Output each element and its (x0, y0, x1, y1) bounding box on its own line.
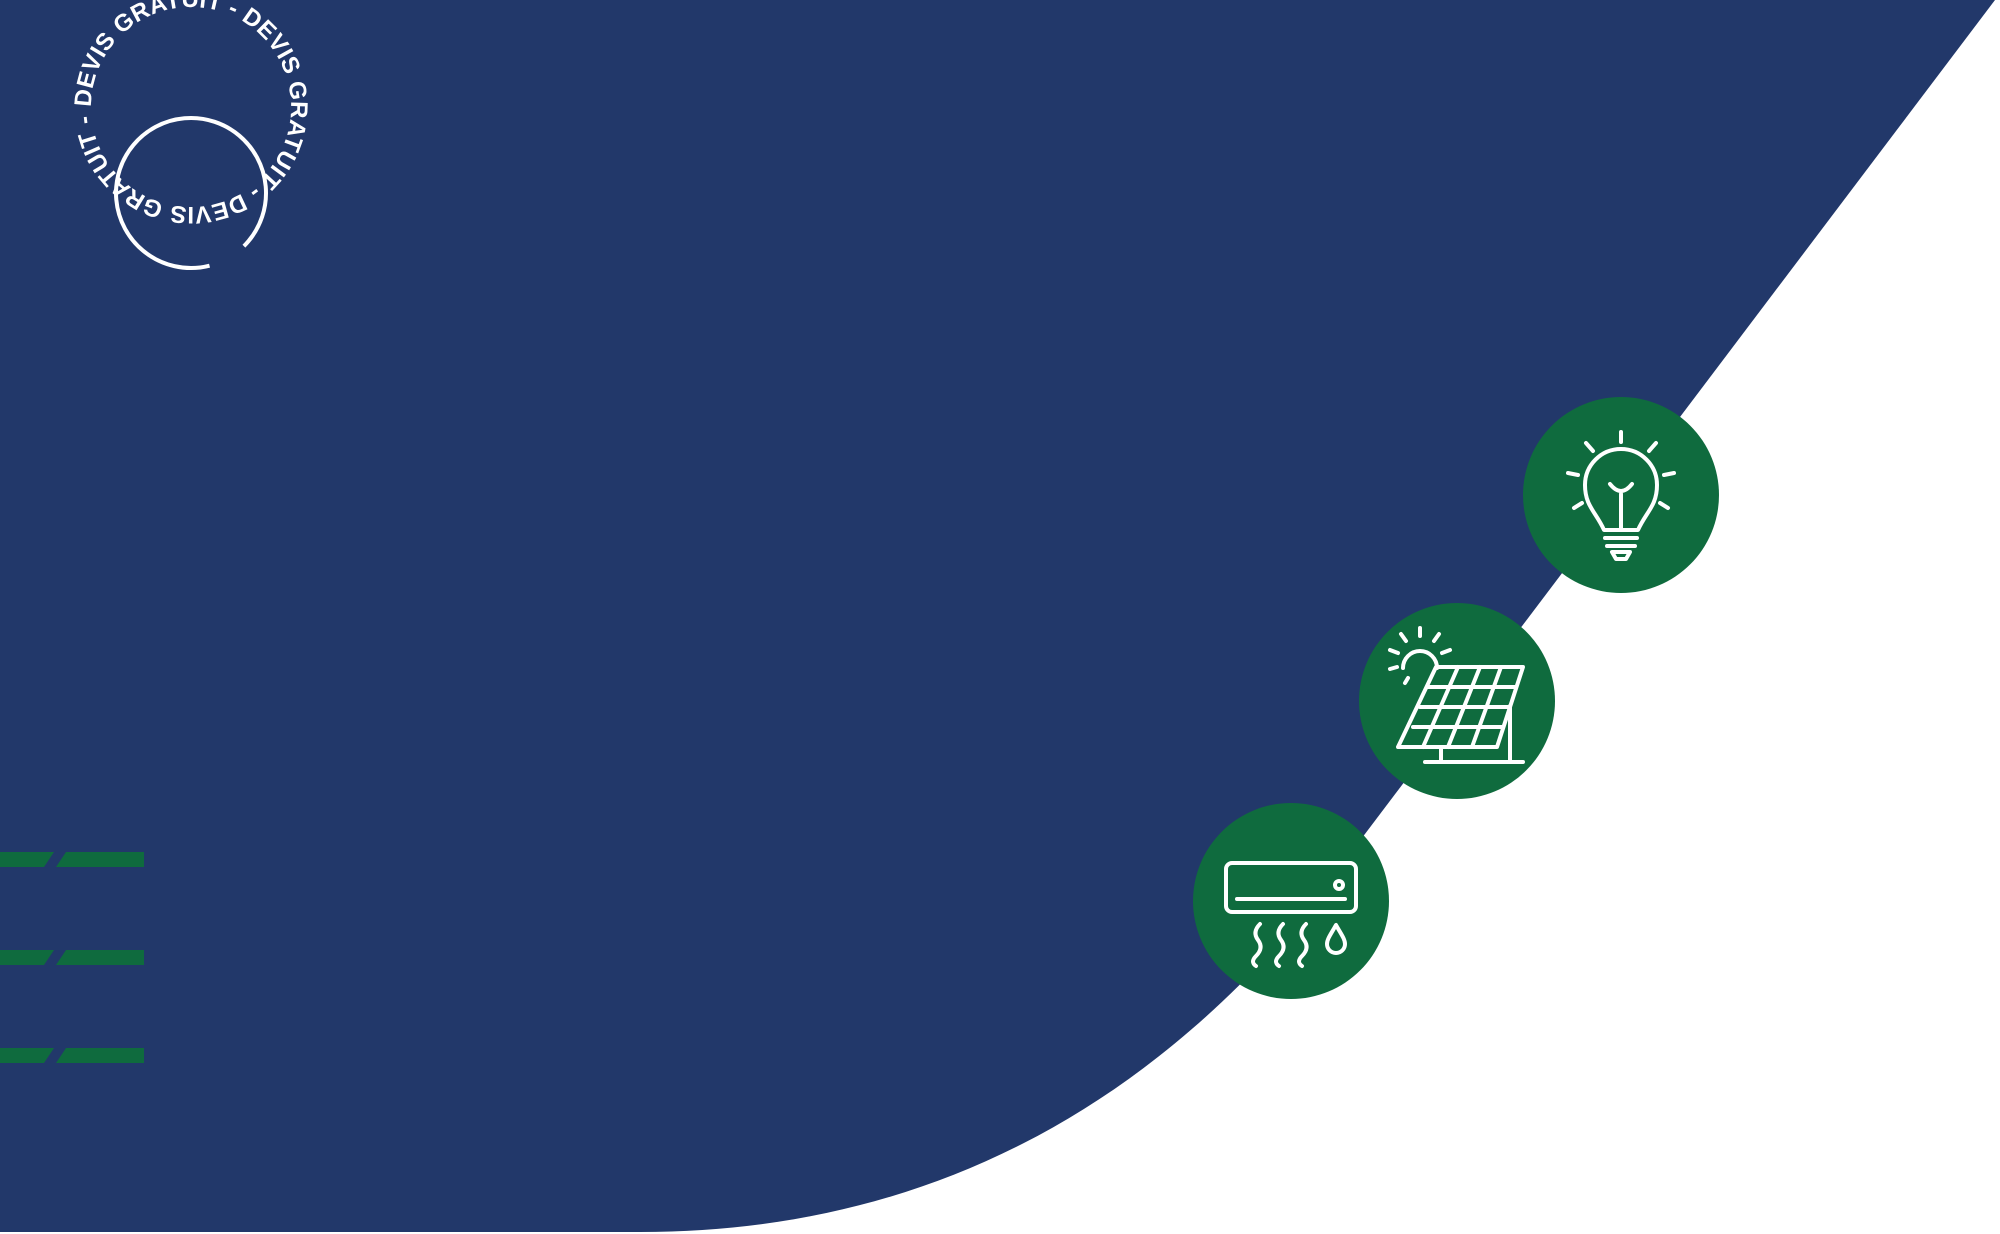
solar-panel-icon (1388, 626, 1525, 764)
dash-row (0, 852, 144, 867)
service-solar-panel (1359, 603, 1555, 799)
decorative-dashes (0, 852, 144, 1063)
lightbulb-icon (1566, 430, 1676, 561)
service-lightbulb (1523, 397, 1719, 593)
dash-row (0, 950, 144, 965)
badge-ring (114, 116, 268, 270)
service-air-conditioner (1193, 803, 1389, 999)
dash-row (0, 1048, 144, 1063)
air-conditioner-icon (1224, 861, 1358, 968)
